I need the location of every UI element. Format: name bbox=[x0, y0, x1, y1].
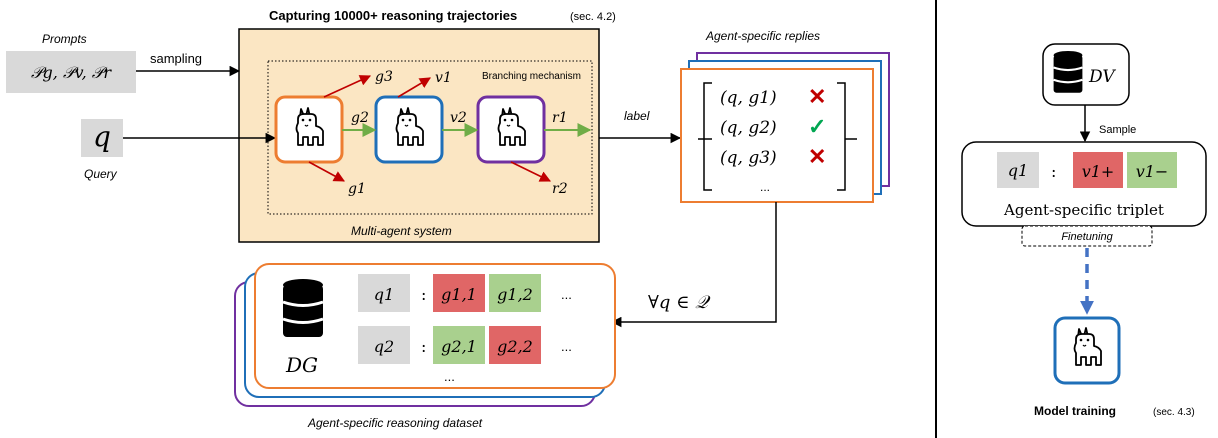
dataset-solution-text: g2,2 bbox=[497, 337, 533, 356]
dataset-colon: : bbox=[421, 337, 426, 356]
dataset-row-ellipsis: ... bbox=[561, 339, 572, 354]
reply-rows: (q, g1) ✕ (q, g2) ✓ (q, g3) ✕ bbox=[720, 84, 826, 169]
cross-icon: ✕ bbox=[808, 144, 826, 169]
query-label: Query bbox=[84, 167, 118, 181]
triplet-q-text: q1 bbox=[1008, 161, 1028, 180]
cross-icon: ✕ bbox=[808, 84, 826, 109]
database-icon bbox=[1052, 49, 1084, 94]
dataset-solution-cell bbox=[489, 326, 541, 364]
branch-v1-label: v1 bbox=[435, 70, 452, 86]
replies-ellipsis: ... bbox=[760, 180, 770, 194]
prompts-math: 𝒫g, 𝒫v, 𝒫r bbox=[31, 63, 112, 82]
capture-title: Capturing 10000+ reasoning trajectories bbox=[269, 8, 517, 23]
triplet-q-cell bbox=[997, 152, 1039, 188]
replies-right-brace bbox=[837, 82, 857, 191]
branching-mechanism-label: Branching mechanism bbox=[482, 71, 581, 82]
database-icon bbox=[281, 277, 325, 339]
reply-pair: (q, g2) bbox=[720, 118, 777, 138]
check-icon: ✓ bbox=[808, 114, 826, 139]
query-symbol: q bbox=[93, 120, 111, 153]
branch-g3-label: g3 bbox=[375, 69, 393, 85]
sample-label: Sample bbox=[1099, 124, 1136, 136]
triplet-vminus-text: v1− bbox=[1136, 162, 1169, 181]
dataset-solution-cell bbox=[489, 274, 541, 312]
reply-pair: (q, g3) bbox=[720, 148, 777, 168]
training-title: Model training bbox=[1034, 404, 1116, 418]
dataset-solution-text: g1,2 bbox=[497, 285, 533, 304]
capture-section: (sec. 4.2) bbox=[570, 11, 616, 23]
branch-v1-arrow bbox=[397, 77, 431, 98]
branch-r2-arrow bbox=[510, 161, 552, 182]
dataset-q-cell bbox=[358, 274, 410, 312]
triplet-vminus-cell bbox=[1127, 152, 1177, 188]
edge-g2-label: g2 bbox=[351, 110, 369, 126]
prompts-box bbox=[6, 51, 136, 93]
branch-g3-arrow bbox=[323, 75, 372, 98]
training-section: (sec. 4.3) bbox=[1153, 407, 1195, 418]
dataset-ellipsis: ... bbox=[444, 369, 455, 384]
branch-r2-label: r2 bbox=[552, 181, 568, 197]
dataset-solution-cell bbox=[433, 274, 485, 312]
multi-agent-system-label: Multi-agent system bbox=[351, 224, 452, 238]
branching-frame bbox=[267, 60, 593, 215]
finetuning-label: Finetuning bbox=[1061, 231, 1113, 243]
dataset-q-cell bbox=[358, 326, 410, 364]
branch-g1-label: g1 bbox=[348, 181, 366, 197]
dataset-caption: Agent-specific reasoning dataset bbox=[307, 416, 483, 430]
replies-title: Agent-specific replies bbox=[705, 29, 820, 43]
label-arrow-text: label bbox=[624, 109, 650, 123]
reply-pair: (q, g1) bbox=[720, 88, 777, 108]
triplet-vplus-cell bbox=[1073, 152, 1123, 188]
dataset-rows: q1: g1,1 g1,2... q2: g2,1 g2,2... bbox=[358, 274, 572, 364]
branch-g1-arrow bbox=[308, 161, 345, 182]
triplet-label: Agent-specific triplet bbox=[1003, 201, 1164, 219]
triplet-colon: : bbox=[1051, 162, 1056, 181]
forall-arrow bbox=[610, 202, 777, 328]
dv-label: DV bbox=[1088, 67, 1116, 87]
sampling-label: sampling bbox=[150, 51, 202, 66]
edge-r1-label: r1 bbox=[552, 110, 568, 126]
dataset-solution-cell bbox=[433, 326, 485, 364]
dataset-q-text: q1 bbox=[374, 285, 394, 304]
dataset-solution-text: g1,1 bbox=[441, 285, 477, 304]
replies-left-brace bbox=[698, 82, 712, 191]
dataset-db-label: DG bbox=[285, 353, 318, 377]
dataset-q-text: q2 bbox=[374, 337, 394, 356]
forall-label: ∀q ∈ 𝒬 bbox=[648, 292, 711, 313]
prompts-label: Prompts bbox=[42, 32, 87, 46]
triplet-vplus-text: v1+ bbox=[1082, 162, 1115, 181]
dataset-row-ellipsis: ... bbox=[561, 287, 572, 302]
dataset-solution-text: g2,1 bbox=[441, 337, 477, 356]
edge-v2-label: v2 bbox=[450, 110, 467, 126]
replies-card-front bbox=[680, 68, 874, 203]
query-box bbox=[81, 119, 123, 157]
finetuning-box bbox=[1021, 225, 1153, 247]
dataset-colon: : bbox=[421, 285, 426, 304]
